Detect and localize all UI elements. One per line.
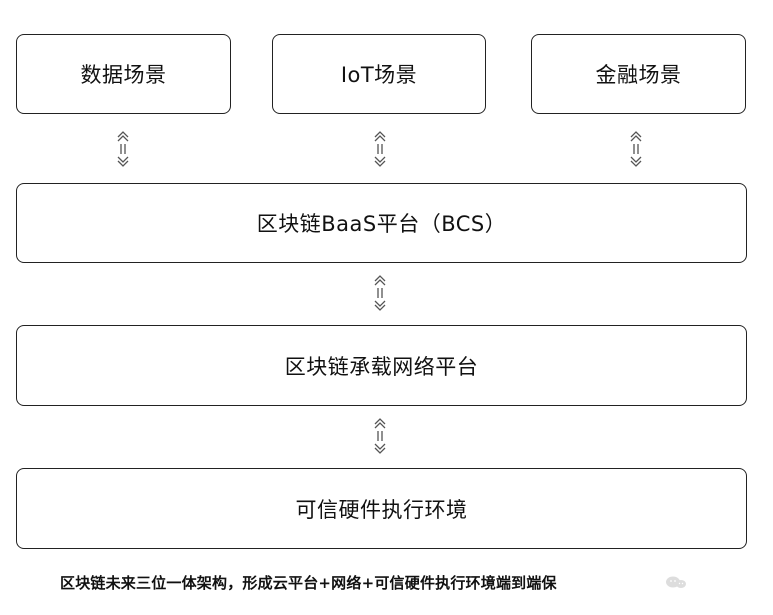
double-arrow-up-down-icon <box>374 275 386 311</box>
scenario-label-iot: IoT场景 <box>340 63 418 87</box>
scenario-box-data: 数据场景 <box>16 34 231 114</box>
layer-box-baas: 区块链BaaS平台（BCS） <box>16 183 747 263</box>
double-arrow-up-down-icon <box>374 418 386 454</box>
scenario-label-data: 数据场景 <box>80 63 167 87</box>
double-arrow-up-down-icon <box>374 131 386 167</box>
layer-box-hardware: 可信硬件执行环境 <box>16 468 747 549</box>
layer-box-network: 区块链承载网络平台 <box>16 325 747 406</box>
layer-label-hardware: 可信硬件执行环境 <box>295 497 468 522</box>
double-arrow-up-down-icon <box>117 131 129 167</box>
double-arrow-up-down-icon <box>630 131 642 167</box>
watermark-icon <box>666 576 686 588</box>
scenario-label-finance: 金融场景 <box>595 63 682 87</box>
figure-caption: 区块链未来三位一体架构，形成云平台+网络+可信硬件执行环境端到端保 <box>60 574 557 592</box>
layer-label-baas: 区块链BaaS平台（BCS） <box>256 212 507 236</box>
scenario-box-iot: IoT场景 <box>272 34 486 114</box>
layer-label-network: 区块链承载网络平台 <box>284 354 479 379</box>
scenario-box-finance: 金融场景 <box>531 34 746 114</box>
